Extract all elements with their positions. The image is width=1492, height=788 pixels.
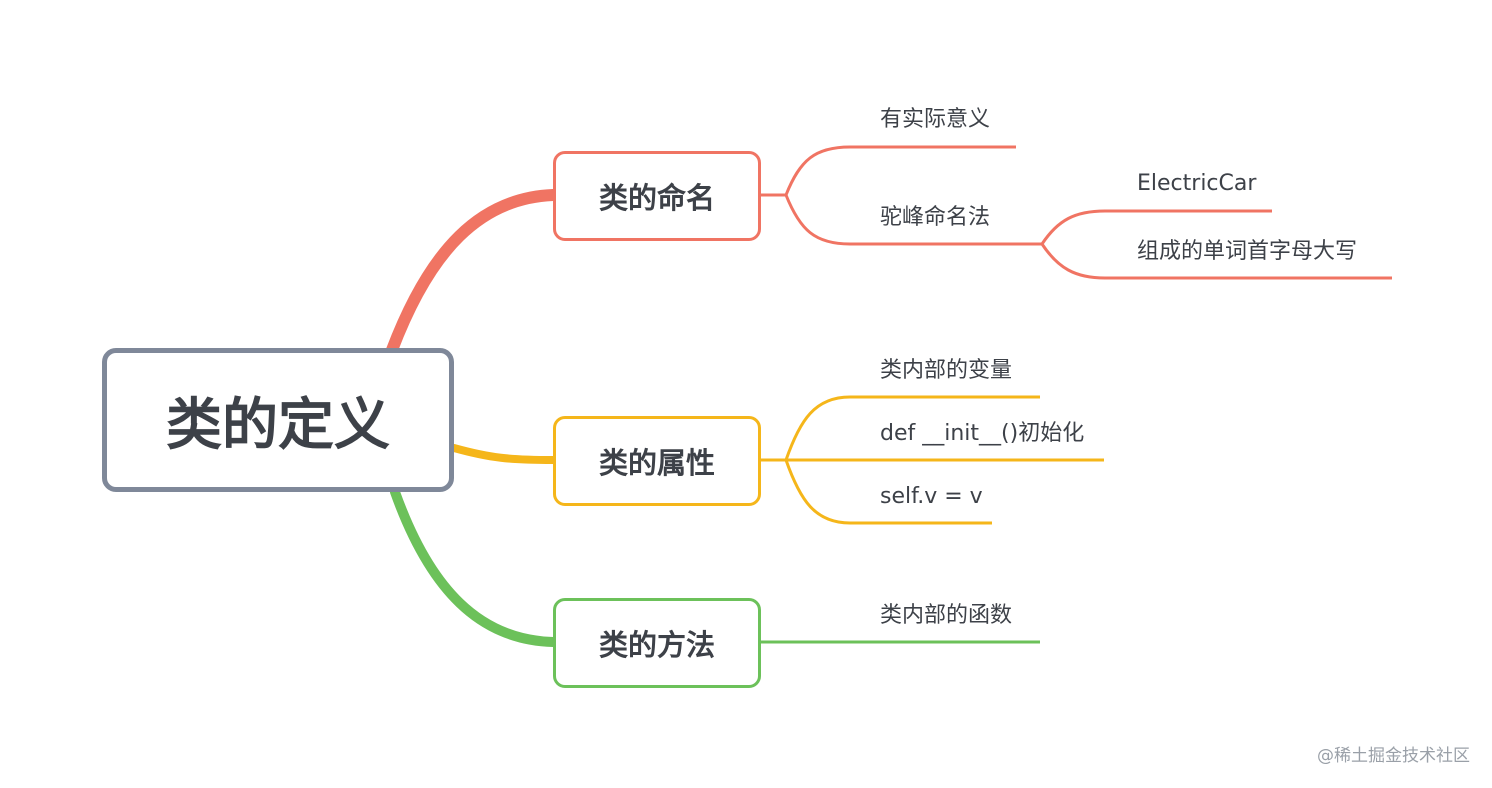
branch-attributes-label: 类的属性 — [598, 446, 715, 480]
branch-attributes[interactable]: 类的属性 — [553, 416, 761, 506]
branch-naming[interactable]: 类的命名 — [553, 151, 761, 241]
connector-attr-3 — [784, 459, 992, 525]
branch-methods-label: 类的方法 — [598, 628, 715, 662]
connector-camel-1 — [1040, 209, 1272, 245]
leaf-self-v[interactable]: self.v = v — [880, 484, 983, 509]
branch-methods[interactable]: 类的方法 — [553, 598, 761, 688]
leaf-electriccar[interactable]: ElectricCar — [1137, 171, 1257, 196]
leaf-init[interactable]: def __init__()初始化 — [880, 421, 1085, 446]
connector-attr-1 — [761, 395, 1040, 462]
leaf-meaningful[interactable]: 有实际意义 — [880, 107, 991, 132]
watermark: @稀土掘金技术社区 — [1317, 746, 1470, 766]
connector-camel-2 — [1040, 243, 1392, 280]
connector-root-methods — [390, 487, 558, 647]
connector-naming-2 — [784, 194, 1042, 246]
root-node[interactable]: 类的定义 — [102, 348, 454, 492]
connector-naming-1 — [761, 145, 1016, 197]
leaf-camel-case[interactable]: 驼峰命名法 — [880, 205, 991, 230]
connector-root-attributes — [450, 444, 557, 464]
connector-root-naming — [386, 189, 559, 356]
root-label: 类的定义 — [166, 392, 390, 458]
leaf-capitalize-words[interactable]: 组成的单词首字母大写 — [1137, 239, 1358, 264]
branch-naming-label: 类的命名 — [598, 181, 715, 215]
leaf-internal-variable[interactable]: 类内部的变量 — [880, 358, 1013, 383]
leaf-internal-function[interactable]: 类内部的函数 — [880, 603, 1013, 628]
